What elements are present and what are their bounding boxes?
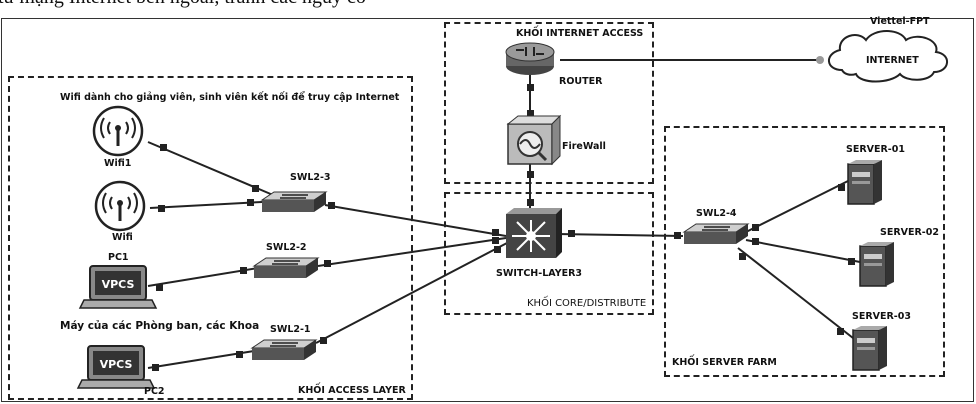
wifi1-label: Wifi1 (104, 158, 132, 169)
link-wifi-swl2-3 (149, 201, 263, 209)
link-pc1-swl2-2 (147, 267, 259, 287)
pc2-label: PC2 (144, 386, 165, 397)
region-access-layer (8, 76, 413, 400)
server03-icon (852, 326, 887, 371)
swl2-2-label: SWL2-2 (266, 242, 307, 253)
pc1-icon: VPCS (78, 265, 158, 309)
region-label-server-farm: KHỐI SERVER FARM (672, 357, 777, 368)
server02-label: SERVER-02 (880, 227, 939, 238)
port-markers (152, 84, 855, 371)
swl2-3-icon (260, 191, 328, 212)
region-core (444, 192, 654, 315)
wifi-icon (94, 180, 146, 232)
pc2-icon: VPCS (76, 345, 156, 389)
wifi-label: Wifi (112, 232, 133, 243)
swl2-2-icon (252, 257, 320, 278)
link-swl2-4-server01 (745, 179, 851, 233)
swl2-4-icon (682, 223, 750, 244)
pc-note: Máy của các Phòng ban, các Khoa (60, 320, 260, 332)
server01-label: SERVER-01 (846, 144, 905, 155)
diagram-frame (1, 18, 974, 402)
link-swl2-4-server02 (745, 239, 861, 263)
firewall-label: FireWall (562, 141, 606, 152)
link-swl2-3-l3 (324, 204, 507, 237)
region-server-farm (664, 126, 945, 377)
wifi-note: Wifi dành cho giảng viên, sinh viên kết … (60, 92, 400, 103)
link-l3-swl2-4 (555, 233, 684, 237)
region-internet-access (444, 22, 654, 184)
swl2-3-label: SWL2-3 (290, 172, 331, 183)
region-label-core: KHỐI CORE/DISTRIBUTE (527, 298, 647, 309)
links (147, 59, 861, 369)
internet-label: INTERNET (866, 55, 919, 66)
pc1-label: PC1 (108, 252, 129, 263)
link-swl2-2-l3 (317, 237, 507, 267)
firewall-icon (506, 114, 562, 166)
pc2-screen-text: VPCS (100, 358, 133, 371)
server02-icon (859, 242, 894, 287)
region-label-internet-access: KHỐI INTERNET ACCESS (516, 28, 644, 39)
internet-endpoint (816, 56, 824, 64)
wifi1-icon (92, 105, 144, 157)
page-caption: từ mạng Internet bên ngoài, tránh các ng… (0, 0, 367, 9)
region-label-access-layer: KHỐI ACCESS LAYER (298, 385, 406, 396)
router-icon (505, 42, 555, 75)
link-swl2-4-server03 (737, 247, 854, 339)
switch-l3-label: SWITCH-LAYER3 (496, 268, 582, 279)
server01-icon (847, 160, 882, 205)
switch-layer3-icon (506, 208, 562, 258)
pc1-screen-text: VPCS (102, 278, 135, 291)
swl2-1-label: SWL2-1 (270, 324, 311, 335)
server03-label: SERVER-03 (852, 311, 911, 322)
swl2-1-icon (250, 339, 318, 360)
isp-label: Viettel-FPT (870, 16, 930, 27)
internet-cloud-icon (828, 30, 948, 83)
swl2-4-label: SWL2-4 (696, 208, 737, 219)
router-label: ROUTER (559, 76, 603, 87)
link-swl2-1-l3 (315, 242, 508, 344)
